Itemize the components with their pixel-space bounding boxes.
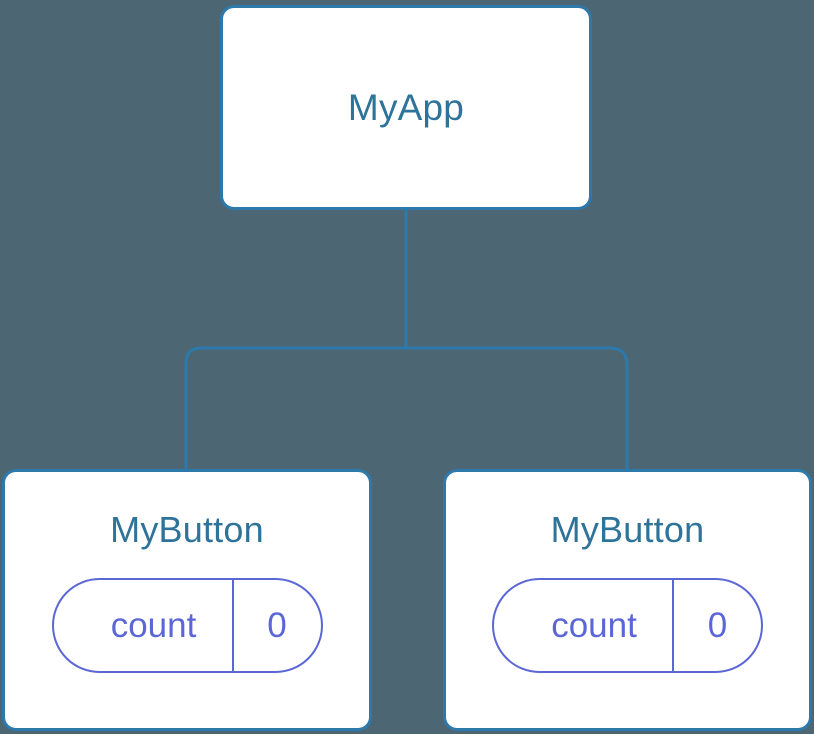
state-pill-1-value: 0 (231, 580, 321, 671)
state-pill-2[interactable]: count 0 (492, 578, 763, 673)
node-mybutton-2-label: MyButton (550, 509, 705, 550)
connector-bus (184, 346, 629, 469)
state-pill-2-value: 0 (672, 580, 761, 671)
state-pill-1[interactable]: count 0 (51, 578, 323, 673)
node-mybutton-1[interactable]: MyButton count 0 (2, 469, 372, 731)
node-myapp[interactable]: MyApp (220, 5, 592, 210)
node-myapp-label: MyApp (347, 87, 465, 128)
node-mybutton-2[interactable]: MyButton count 0 (443, 469, 812, 731)
state-pill-1-key: count (110, 606, 197, 645)
node-mybutton-1-label: MyButton (110, 509, 264, 550)
state-pill-2-key: count (551, 606, 637, 645)
